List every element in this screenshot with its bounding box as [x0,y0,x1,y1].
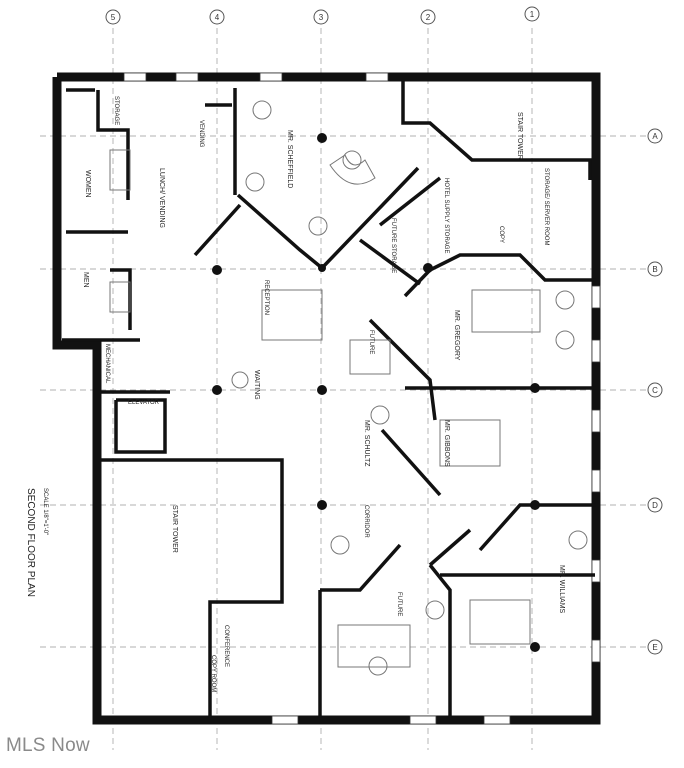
room-label-mechanical: MECHANICAL [104,344,110,384]
room-label-copy-room: COPY ROOM [210,655,216,692]
room-label-future-storage: FUTURE STORAGE [390,218,396,273]
grid-column-bubbles [105,6,540,25]
grid-bubble-col-3 [313,9,329,25]
grid-bubble-row-a [647,128,663,144]
grid-label-col-1: 1 [530,10,535,19]
structural-columns [212,133,540,652]
room-label-storage: STORAGE [113,96,119,125]
grid-row-bubbles [647,128,663,655]
room-label-women: WOMEN [84,170,91,198]
grid-bubble-col-5 [105,9,121,25]
room-label-mr-gibbons: MR. GIBBONS [443,420,450,467]
furniture [109,100,588,676]
grid-label-col-3: 3 [319,13,324,22]
room-label-mr-gregory: MR. GREGORY [453,310,460,361]
grid-label-row-c: C [652,386,658,395]
windows [123,72,601,725]
room-label-hotel-supply-storage: HOTEL SUPPLY STORAGE [443,178,449,253]
grid-bubble-row-e [647,639,663,655]
room-label-storage-server: STORAGE/ SERVER ROOM [543,168,549,245]
grid-bubble-row-c [647,382,663,398]
room-label-mr-williams: MR. WILLIAMS [558,565,565,614]
grid-bubble-row-b [647,261,663,277]
room-label-mr-scheffield: MR. SCHEFFIELD [286,130,293,188]
room-label-stair-tower-ne: STAIR TOWER [516,112,523,160]
grid-label-col-5: 5 [111,13,116,22]
room-label-future-south: FUTURE [396,592,402,616]
room-label-stair-tower-sw: STAIR TOWER [171,505,178,553]
room-label-reception: RECEPTION [263,280,269,315]
room-label-corridor: CORRIDOR [363,505,369,538]
plan-title: SECOND FLOOR PLAN [25,488,36,597]
room-label-elevator: ELEVATOR [128,400,160,406]
grid-bubble-col-4 [209,9,225,25]
grid-bubble-row-d [647,497,663,513]
watermark-text: MLS Now [6,735,90,756]
room-label-conference: CONFERENCE [223,625,229,667]
room-label-future-mid: FUTURE [368,330,374,354]
grid-label-row-a: A [652,132,658,141]
room-label-mr-schultz: MR. SCHULTZ [363,420,370,467]
plan-scale: SCALE 1/8"=1'-0" [42,488,48,535]
interior-walls [62,80,596,718]
room-label-copy: COPY [498,226,504,243]
room-label-vending: VENDING [198,120,204,148]
room-label-lunch-vending: LUNCH/ VENDING [158,168,165,228]
exterior-walls [52,72,601,725]
grid-label-row-e: E [652,643,657,652]
room-label-men: MEN [82,272,89,288]
grid-label-col-4: 4 [215,13,220,22]
room-labels: STAIR TOWER WOMEN LUNCH/ VENDING STORAGE… [82,96,565,692]
grid-label-col-2: 2 [426,13,431,22]
grid-bubble-col-1 [524,6,540,22]
grid-bubble-col-2 [420,9,436,25]
grid-label-row-d: D [652,501,658,510]
room-label-waiting: WAITING [253,370,260,400]
grid-label-row-b: B [652,265,657,274]
